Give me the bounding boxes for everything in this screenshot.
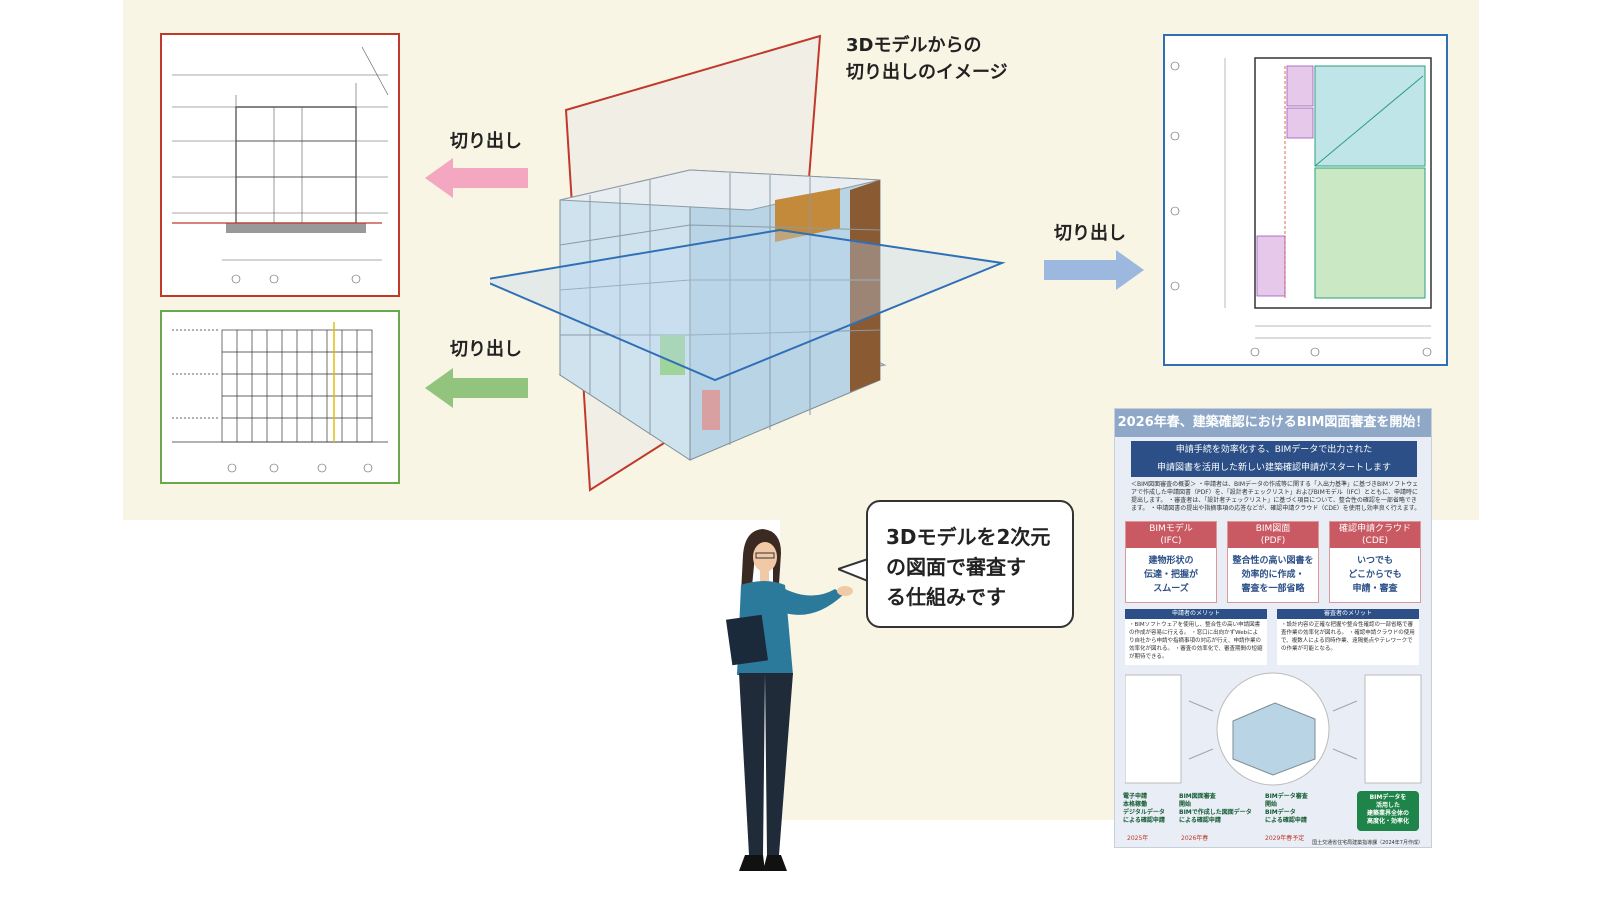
cut-label-plan: 切り出し xyxy=(1054,223,1126,244)
timeline-text: による確認申請 xyxy=(1123,817,1165,824)
bubble-line-3: る仕組みです xyxy=(886,585,1006,609)
arrow-right-blue xyxy=(1044,250,1144,290)
box-line: 審査を一部省略 xyxy=(1241,584,1305,594)
poster-goal-box: BIMデータを活用した建築業界全体の高度化・効率化 xyxy=(1357,791,1419,831)
timeline-text: BIMで作成した図面データ xyxy=(1179,809,1252,816)
goal-line: 活用した xyxy=(1375,802,1400,809)
timeline-year: 2029年春予定 xyxy=(1265,835,1305,842)
poster-box-bim-drawing: BIM図面 (PDF) 整合性の高い図書を効率的に作成・審査を一部省略 xyxy=(1227,521,1319,603)
poster-footer: 国土交通省住宅局建築指導課（2024年7月作成） xyxy=(1312,840,1423,846)
speech-bubble: 3Dモデルを2次元 の図面で審査す る仕組みです xyxy=(866,500,1074,628)
goal-line: 建築業界全体の xyxy=(1366,810,1409,817)
timeline-text: BIM図面審査 xyxy=(1179,793,1216,800)
elevation-drawing xyxy=(160,310,400,484)
merit-head: 申請者のメリット xyxy=(1125,609,1267,619)
caption-line-2: 切り出しのイメージ xyxy=(846,62,1008,83)
arrow-left-green xyxy=(425,368,528,408)
cut-label-section: 切り出し xyxy=(450,131,522,152)
goal-line: 高度化・効率化 xyxy=(1366,818,1409,825)
poster-subtitle-line-1: 申請手続を効率化する、BIMデータで出力された xyxy=(1175,445,1373,455)
model-cut-caption: 3Dモデルからの 切り出しのイメージ xyxy=(846,32,1008,86)
3d-building-model xyxy=(490,34,1006,492)
poster-subtitle: 申請手続を効率化する、BIMデータで出力された 申請図書を活用した新しい建築確認… xyxy=(1131,441,1417,477)
box-head: BIMモデル xyxy=(1149,524,1193,534)
poster-subtitle-line-2: 申請図書を活用した新しい建築確認申請がスタートします xyxy=(1156,463,1391,473)
timeline-text: による確認申請 xyxy=(1179,817,1221,824)
box-line: 効率的に作成・ xyxy=(1241,570,1305,580)
box-head: BIM図面 xyxy=(1255,524,1291,534)
poster-applicant-merit: 申請者のメリット ・BIMソフトウェアを使用し、整合性の高い申請図書の作成が容易… xyxy=(1125,609,1267,665)
floor-plan-lines xyxy=(1170,57,1432,357)
section-drawing xyxy=(160,33,400,297)
box-line: 建物形状の xyxy=(1148,556,1194,566)
box-line: どこからでも xyxy=(1348,570,1402,580)
box-line: いつでも xyxy=(1356,556,1393,566)
timeline-year: 2025年 xyxy=(1127,835,1149,842)
cut-label-elevation: 切り出し xyxy=(450,339,522,360)
timeline-text: BIMデータ xyxy=(1265,809,1296,816)
merit-head: 審査者のメリット xyxy=(1277,609,1419,619)
elevation-drawing-lines xyxy=(172,322,388,473)
bubble-line-2: の図面で審査す xyxy=(886,555,1026,579)
presenter-woman-figure xyxy=(725,529,853,871)
timeline-text: 開始 xyxy=(1179,801,1192,808)
merit-body: ・BIMソフトウェアを使用し、整合性の高い申請図書の作成が容易に行える。 ・窓口… xyxy=(1129,622,1263,660)
bubble-line-1: 3Dモデルを2次元 xyxy=(886,525,1051,549)
poster-intro: ＜BIM図面審査の概要＞ ・申請者は、BIMデータの作成等に関する「入出力基準」… xyxy=(1131,481,1421,512)
caption-line-1: 3Dモデルからの xyxy=(846,35,982,56)
box-line: 整合性の高い図書を xyxy=(1232,556,1314,566)
merit-body: ・設計内容の正確な把握や整合性確認の一部省略で審査作業の効率化が図れる。 ・確認… xyxy=(1281,622,1415,652)
poster-reviewer-merit: 審査者のメリット ・設計内容の正確な把握や整合性確認の一部省略で審査作業の効率化… xyxy=(1277,609,1419,665)
bim-review-poster: 2026年春、建築確認におけるBIM図面審査を開始！ 申請手続を効率化する、BI… xyxy=(1114,408,1432,848)
timeline-2025: 電子申請本格稼働デジタルデータによる確認申請 xyxy=(1123,793,1165,825)
box-sub: (CDE) xyxy=(1362,536,1388,546)
poster-title: 2026年春、建築確認におけるBIM図面審査を開始！ xyxy=(1115,409,1431,437)
poster-box-cloud: 確認申請クラウド (CDE) いつでもどこからでも申請・審査 xyxy=(1329,521,1421,603)
timeline-year: 2026年春 xyxy=(1181,835,1209,842)
box-sub: (IFC) xyxy=(1160,536,1182,546)
timeline-text: BIMデータ審査 xyxy=(1265,793,1308,800)
timeline-text: デジタルデータ xyxy=(1123,809,1165,816)
poster-model-diagram xyxy=(1125,672,1422,786)
box-line: 伝達・把握が xyxy=(1143,570,1198,580)
floor-plan-drawing xyxy=(1163,34,1448,366)
goal-line: BIMデータを xyxy=(1369,794,1407,801)
timeline-text: 開始 xyxy=(1265,801,1278,808)
poster-box-bim-model: BIMモデル (IFC) 建物形状の伝達・把握がスムーズ xyxy=(1125,521,1217,603)
arrow-left-pink xyxy=(425,158,528,198)
box-sub: (PDF) xyxy=(1260,536,1286,546)
box-line: 申請・審査 xyxy=(1352,584,1398,594)
section-drawing-lines xyxy=(172,46,389,284)
timeline-text: 電子申請 xyxy=(1123,793,1148,800)
box-head: 確認申請クラウド xyxy=(1338,524,1411,534)
timeline-text: による確認申請 xyxy=(1265,817,1307,824)
timeline-text: 本格稼働 xyxy=(1123,801,1148,808)
box-line: スムーズ xyxy=(1153,584,1189,594)
